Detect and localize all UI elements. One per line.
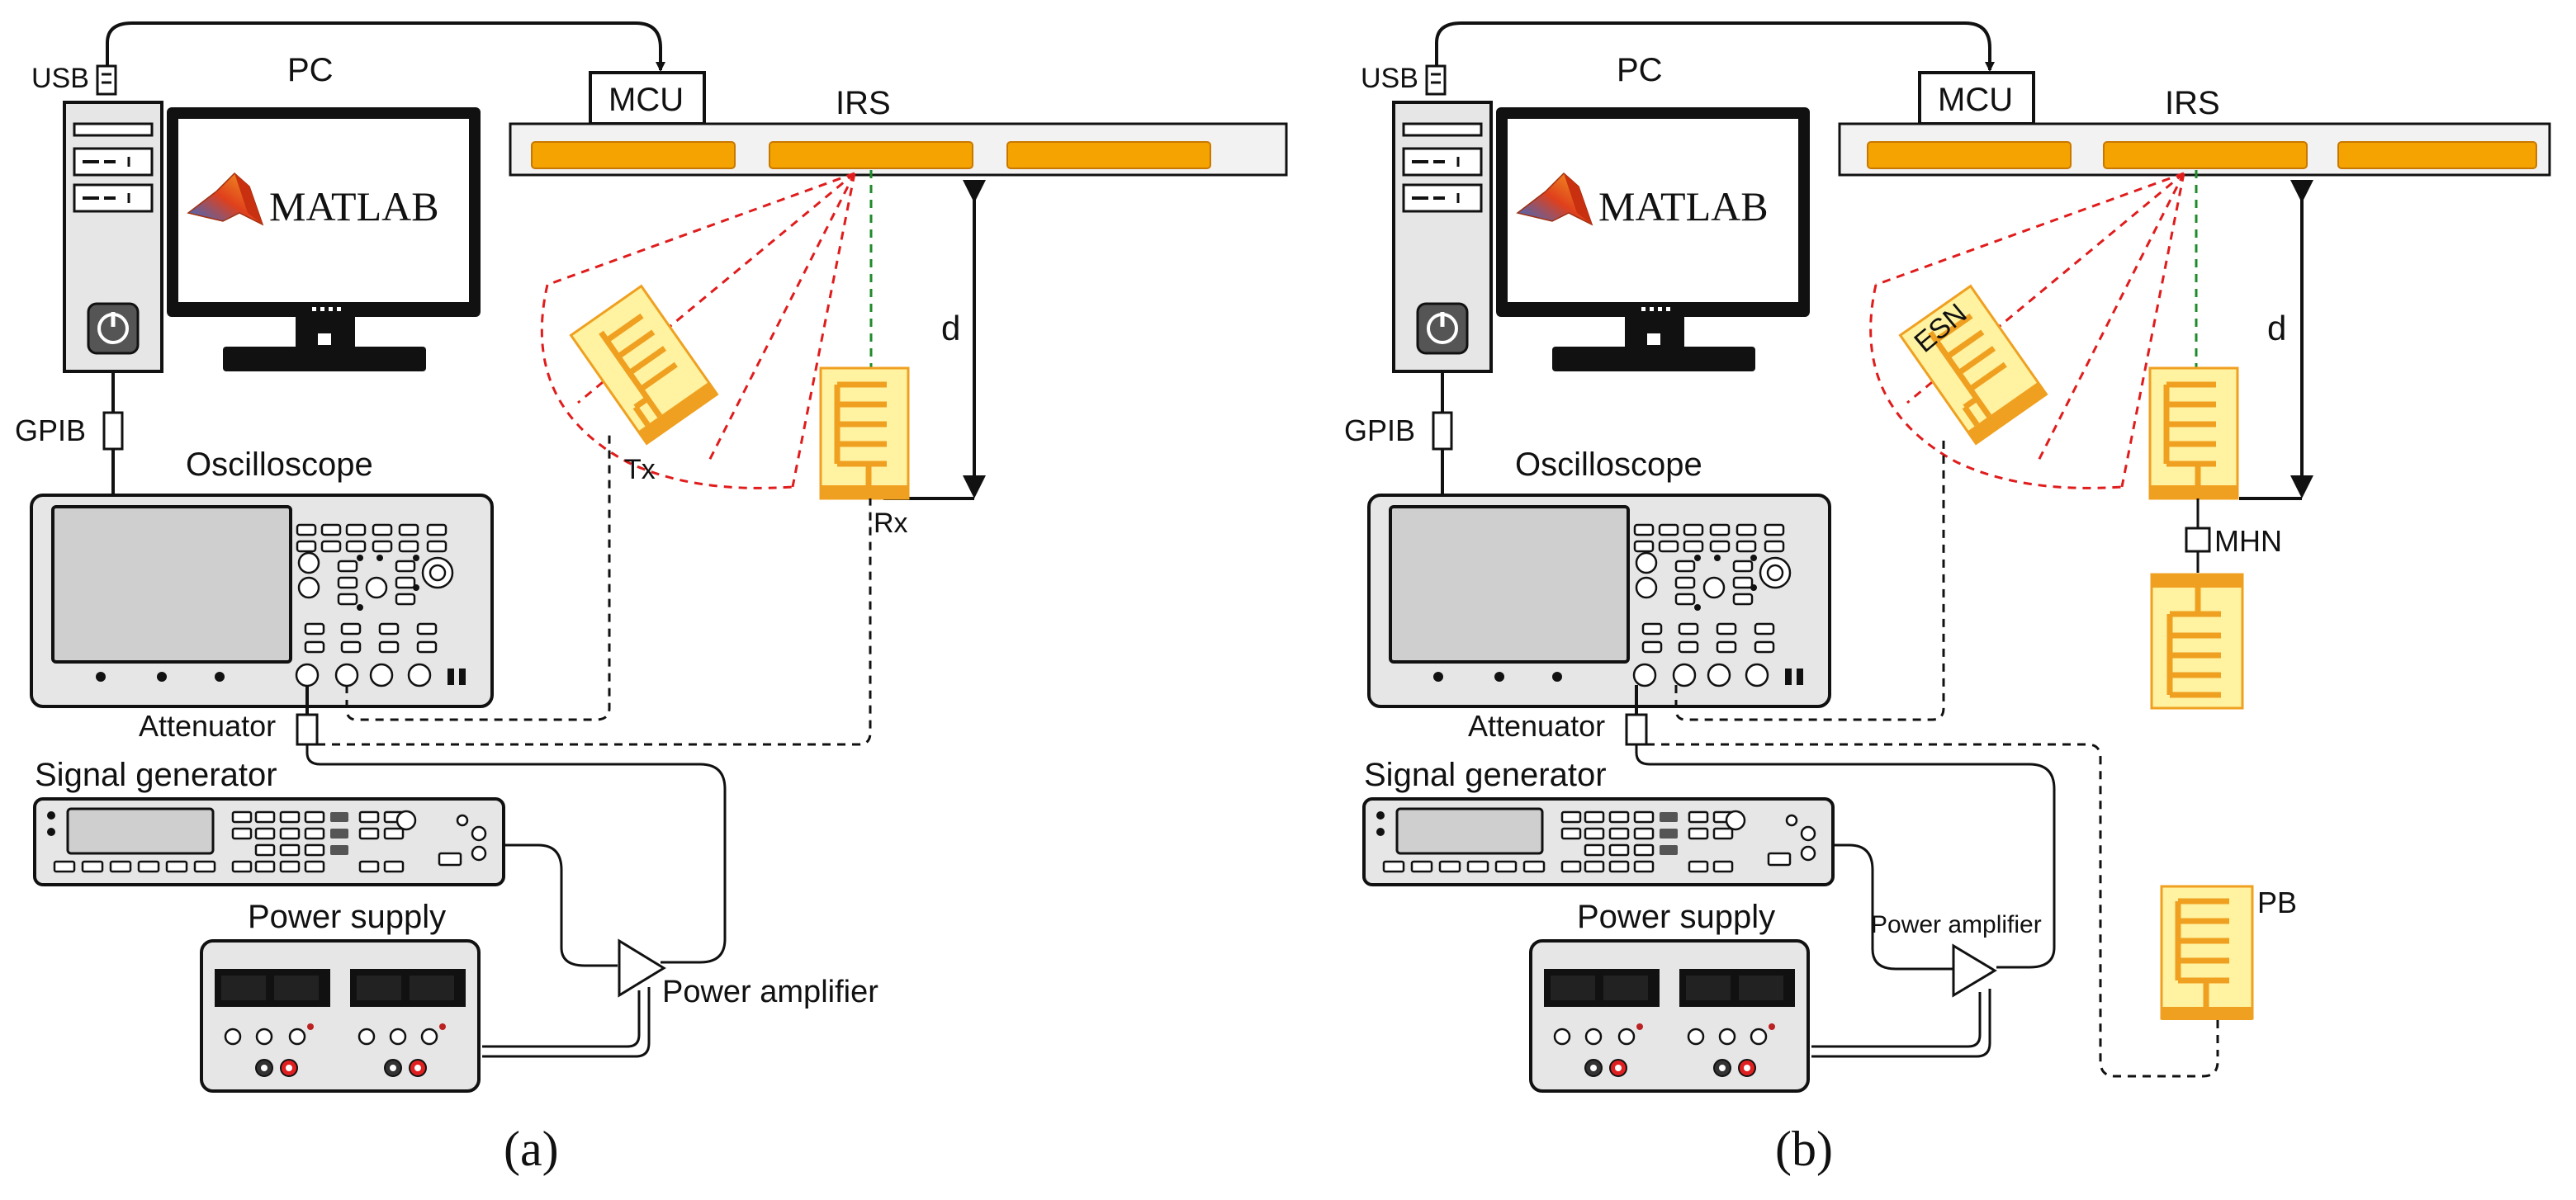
pc-monitor: MATLAB: [1496, 107, 1810, 371]
irs-element: [1006, 141, 1211, 169]
usb-plug-icon: [96, 64, 117, 96]
rx-antenna: [819, 366, 910, 500]
mcu-label: MCU: [608, 82, 684, 118]
signal-generator-label: Signal generator: [1364, 757, 1607, 793]
power-amplifier-label: Power amplifier: [662, 975, 878, 1009]
generator-cable: [1831, 843, 1953, 971]
gpib-connector: [102, 411, 124, 451]
irs-element: [2337, 141, 2537, 169]
pb-cable: [1646, 743, 2219, 1078]
power-amplifier: [1952, 943, 1997, 998]
pb-antenna: [2160, 885, 2254, 1020]
pc-tower: [1392, 101, 1493, 373]
tx-label: Tx: [624, 454, 656, 485]
generator-cable: [505, 843, 618, 967]
irs-element: [2103, 141, 2308, 169]
irs-label: IRS: [836, 85, 891, 121]
oscilloscope-label: Oscilloscope: [186, 446, 373, 483]
pc-monitor: MATLAB: [167, 107, 481, 371]
irs-label: IRS: [2165, 85, 2220, 121]
usb-label: USB: [1361, 63, 1418, 94]
usb-plug-icon: [1425, 64, 1447, 96]
amplifier-output-cable: [305, 744, 727, 964]
supply-cable: [482, 990, 641, 1048]
esn-antenna: [1898, 284, 2048, 446]
oscilloscope: [30, 494, 494, 708]
attenuator-label: Attenuator: [1468, 709, 1605, 743]
power-supply-label: Power supply: [1577, 899, 1775, 935]
panel-a: USB: [15, 21, 1288, 1176]
esn-cable: [1674, 436, 1945, 721]
gpib-label: GPIB: [1344, 413, 1415, 447]
amplifier-output-cable: [1635, 744, 2056, 969]
attenuator: [1625, 713, 1648, 746]
power-supply: [1529, 939, 1810, 1093]
oscilloscope: [1367, 494, 1831, 708]
signal-generator: [1362, 797, 1835, 886]
signal-generator: [33, 797, 505, 886]
mhn-box: [2185, 527, 2211, 553]
irs-element: [531, 141, 736, 169]
tx-antenna: [569, 284, 719, 446]
gpib-label: GPIB: [15, 413, 86, 447]
caption-a: (a): [504, 1122, 559, 1176]
matlab-label: MATLAB: [269, 183, 439, 229]
oscilloscope-label: Oscilloscope: [1515, 446, 1702, 483]
signal-generator-label: Signal generator: [35, 757, 277, 793]
attenuator: [296, 713, 319, 746]
usb-cable: [106, 21, 665, 72]
usb-label: USB: [31, 63, 89, 94]
power-supply: [200, 939, 481, 1093]
attenuator-label: Attenuator: [139, 709, 276, 743]
matlab-logo-icon: [187, 172, 264, 226]
mcu-label: MCU: [1938, 82, 2013, 118]
mcu-box: [589, 71, 706, 125]
receiver-antenna: [2148, 366, 2239, 500]
distance-label: d: [941, 309, 960, 347]
pb-label: PB: [2257, 886, 2297, 919]
caption-b: (b): [1775, 1122, 1833, 1176]
mhn-label: MHN: [2214, 524, 2282, 558]
rx-label: Rx: [874, 508, 908, 539]
power-supply-label: Power supply: [248, 899, 446, 935]
pc-label: PC: [287, 52, 334, 88]
rx-cable: [317, 498, 872, 746]
irs-element: [769, 141, 973, 169]
panel-b: USB: [1344, 21, 2551, 1176]
matlab-label: MATLAB: [1598, 183, 1769, 229]
usb-cable: [1435, 21, 1995, 72]
power-amplifier-label: Power amplifier: [1871, 911, 2042, 938]
matlab-logo-icon: [1516, 172, 1593, 226]
power-button-icon: [87, 302, 140, 355]
supply-cable: [1811, 992, 1982, 1048]
power-amplifier: [618, 938, 666, 998]
pc-label: PC: [1617, 52, 1663, 88]
distance-label: d: [2267, 309, 2286, 347]
gpib-connector: [1432, 411, 1453, 451]
pc-tower: [63, 101, 163, 373]
power-button-icon: [1416, 302, 1469, 355]
irs-element: [1867, 141, 2072, 169]
mhn-antenna: [2150, 573, 2244, 710]
